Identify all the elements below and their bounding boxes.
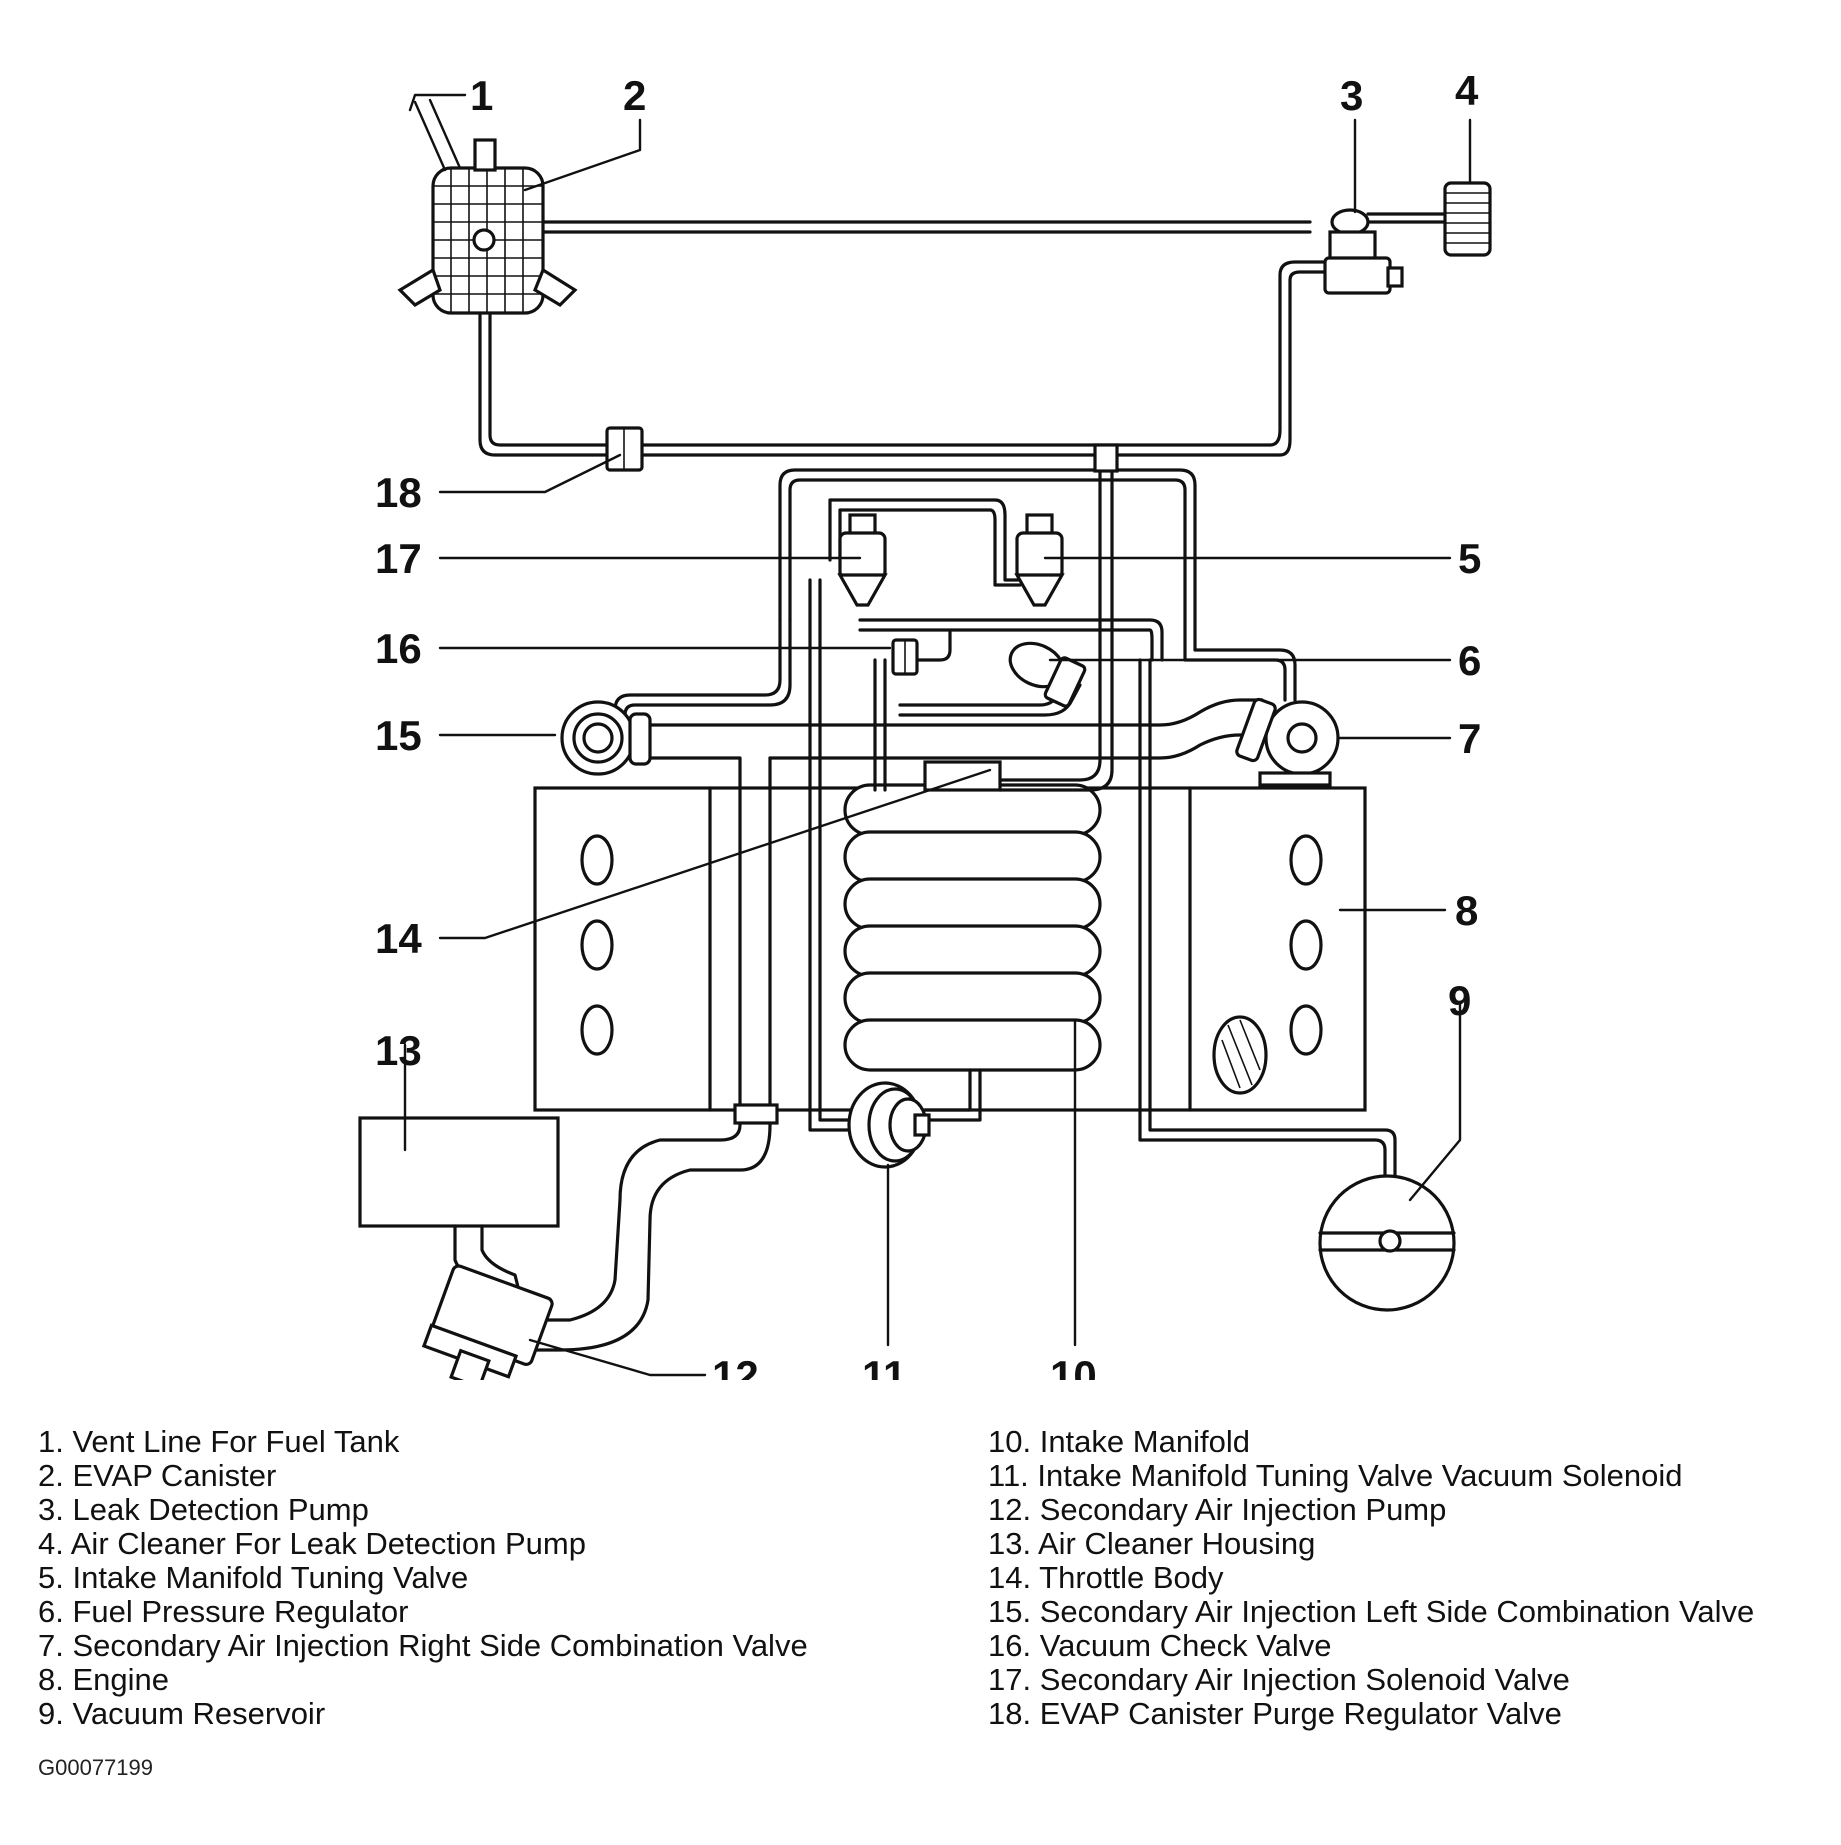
leak-detection-pump [1323, 208, 1447, 295]
legend-left: 1. Vent Line For Fuel Tank 2. EVAP Canis… [38, 1425, 808, 1731]
callout-18: 18 [375, 469, 422, 516]
legend-right: 10. Intake Manifold 11. Intake Manifold … [988, 1425, 1754, 1731]
vacuum-reservoir [1318, 1174, 1456, 1312]
legend-item: 5. Intake Manifold Tuning Valve [38, 1560, 469, 1595]
purge-regulator-valve [605, 426, 644, 472]
legend-item: 2. EVAP Canister [38, 1458, 277, 1493]
callout-6: 6 [1458, 637, 1481, 684]
legend-item: 13. Air Cleaner Housing [988, 1526, 1316, 1561]
legend-item: 11. Intake Manifold Tuning Valve Vacuum … [988, 1458, 1683, 1493]
air-cleaner-ldp [1443, 181, 1492, 257]
callout-1: 1 [470, 72, 493, 119]
intake-manifold [843, 783, 1102, 1072]
callout-2: 2 [623, 72, 646, 119]
hose-coupler [733, 1103, 779, 1125]
callout-9: 9 [1448, 977, 1471, 1024]
throttle-body [923, 760, 1002, 792]
legend-item: 4. Air Cleaner For Leak Detection Pump [38, 1526, 586, 1561]
legend-item: 14. Throttle Body [988, 1560, 1224, 1595]
callout-10: 10 [1050, 1352, 1097, 1380]
callout-14: 14 [375, 915, 422, 962]
callout-13: 13 [375, 1027, 422, 1074]
sai-left-combination-valve [560, 700, 652, 776]
legend-item: 8. Engine [38, 1662, 169, 1697]
callout-5: 5 [1458, 535, 1481, 582]
evap-canister [397, 98, 578, 315]
air-cleaner-housing [358, 1116, 560, 1302]
callout-11: 11 [862, 1352, 906, 1380]
sai-right-combination-valve [1235, 697, 1340, 787]
sai-solenoid-valve [837, 513, 888, 607]
tuning-valve-vacuum-solenoid [847, 1081, 931, 1169]
legend-item: 3. Leak Detection Pump [38, 1492, 369, 1527]
legend-item: 6. Fuel Pressure Regulator [38, 1594, 409, 1629]
callout-17: 17 [375, 535, 422, 582]
legend-item: 15. Secondary Air Injection Left Side Co… [988, 1594, 1755, 1629]
hose-network [478, 220, 1397, 1352]
legend-item: 9. Vacuum Reservoir [38, 1696, 326, 1731]
callout-7: 7 [1458, 715, 1481, 762]
callout-8: 8 [1455, 887, 1478, 934]
callout-15: 15 [375, 712, 422, 759]
callout-4: 4 [1455, 67, 1479, 114]
legend-item: 10. Intake Manifold [988, 1424, 1250, 1459]
evap-system-diagram: 1 2 3 4 5 6 7 8 9 10 11 12 13 14 15 16 1… [358, 67, 1492, 1380]
legend-item: 1. Vent Line For Fuel Tank [38, 1424, 400, 1459]
legend-item: 16. Vacuum Check Valve [988, 1628, 1332, 1663]
callout-3: 3 [1340, 72, 1363, 119]
fuel-pressure-regulator [1008, 641, 1087, 708]
legend-item: 18. EVAP Canister Purge Regulator Valve [988, 1696, 1562, 1731]
callout-16: 16 [375, 625, 422, 672]
vacuum-check-valve [891, 638, 919, 676]
legend-item: 7. Secondary Air Injection Right Side Co… [38, 1628, 808, 1663]
legend-item: 12. Secondary Air Injection Pump [988, 1492, 1447, 1527]
callout-numbers: 1 2 3 4 5 6 7 8 9 10 11 12 13 14 15 16 1… [375, 67, 1481, 1380]
legend-item: 17. Secondary Air Injection Solenoid Val… [988, 1662, 1570, 1697]
leader-lines [403, 93, 1472, 1377]
sai-pump [421, 1264, 554, 1380]
figure-id: G00077199 [38, 1755, 153, 1780]
callout-12: 12 [712, 1352, 759, 1380]
t-connector [1093, 443, 1119, 473]
intake-manifold-tuning-valve [1014, 513, 1065, 607]
